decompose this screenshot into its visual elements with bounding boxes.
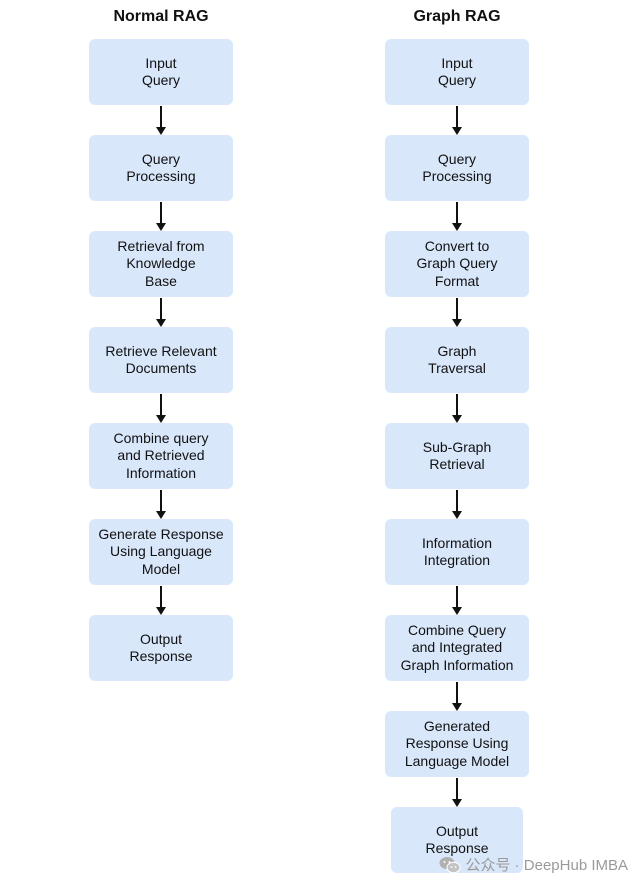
normal-rag-arrow-3 — [156, 298, 166, 327]
arrow-head-icon — [452, 415, 462, 423]
graph-rag-arrow-7 — [452, 682, 462, 711]
graph-rag-arrow-1 — [452, 106, 462, 135]
arrow-head-icon — [452, 607, 462, 615]
normal-rag-step-combine-query-and-retrieved-information: Combine query and Retrieved Information — [89, 423, 233, 489]
watermark-text: 公众号 · DeepHub IMBA — [465, 857, 628, 874]
arrow-shaft — [160, 106, 162, 128]
wechat-icon — [439, 856, 461, 874]
graph-rag-arrow-5 — [452, 490, 462, 519]
arrow-head-icon — [452, 223, 462, 231]
graph-rag-step-convert-to-graph-query-format: Convert to Graph Query Format — [385, 231, 529, 297]
graph-rag-arrow-6 — [452, 586, 462, 615]
normal-rag-column-title: Normal RAG — [113, 8, 209, 25]
arrow-shaft — [456, 490, 458, 512]
arrow-shaft — [160, 298, 162, 320]
arrow-shaft — [456, 586, 458, 608]
graph-rag-step-graph-traversal: Graph Traversal — [385, 327, 529, 393]
graph-rag-step-sub-graph-retrieval: Sub-Graph Retrieval — [385, 423, 529, 489]
arrow-shaft — [456, 778, 458, 800]
normal-rag-step-output-response: Output Response — [89, 615, 233, 681]
arrow-head-icon — [156, 127, 166, 135]
graph-rag-arrow-3 — [452, 298, 462, 327]
graph-rag-step-generated-response-using-language-model: Generated Response Using Language Model — [385, 711, 529, 777]
arrow-shaft — [456, 106, 458, 128]
graph-rag-column-title: Graph RAG — [413, 8, 501, 25]
normal-rag-step-input-query: Input Query — [89, 39, 233, 105]
arrow-head-icon — [156, 511, 166, 519]
normal-rag-step-query-processing: Query Processing — [89, 135, 233, 201]
normal-rag-arrow-1 — [156, 106, 166, 135]
arrow-shaft — [456, 394, 458, 416]
graph-rag-step-information-integration: Information Integration — [385, 519, 529, 585]
arrow-head-icon — [452, 127, 462, 135]
normal-rag-arrow-4 — [156, 394, 166, 423]
arrow-shaft — [456, 202, 458, 224]
graph-rag-step-query-processing: Query Processing — [385, 135, 529, 201]
arrow-shaft — [160, 586, 162, 608]
graph-rag-step-combine-query-and-integrated-graph-information: Combine Query and Integrated Graph Infor… — [385, 615, 529, 681]
arrow-shaft — [160, 202, 162, 224]
arrow-head-icon — [156, 415, 166, 423]
graph-rag-step-input-query: Input Query — [385, 39, 529, 105]
graph-rag-step-output-response: Output Response — [391, 807, 523, 873]
normal-rag-step-generate-response-using-language-model: Generate Response Using Language Model — [89, 519, 233, 585]
arrow-head-icon — [452, 703, 462, 711]
normal-rag-arrow-5 — [156, 490, 166, 519]
arrow-head-icon — [452, 511, 462, 519]
arrow-head-icon — [452, 799, 462, 807]
graph-rag-arrow-8 — [452, 778, 462, 807]
normal-rag-step-retrieval-from-knowledge-base: Retrieval from Knowledge Base — [89, 231, 233, 297]
arrow-shaft — [160, 490, 162, 512]
arrow-head-icon — [156, 607, 166, 615]
normal-rag-arrow-2 — [156, 202, 166, 231]
arrow-head-icon — [452, 319, 462, 327]
normal-rag-arrow-6 — [156, 586, 166, 615]
graph-rag-arrow-4 — [452, 394, 462, 423]
watermark: 公众号 · DeepHub IMBA — [439, 854, 628, 875]
arrow-head-icon — [156, 319, 166, 327]
arrow-shaft — [456, 682, 458, 704]
normal-rag-step-retrieve-relevant-documents: Retrieve Relevant Documents — [89, 327, 233, 393]
arrow-shaft — [160, 394, 162, 416]
arrow-shaft — [456, 298, 458, 320]
arrow-head-icon — [156, 223, 166, 231]
graph-rag-arrow-2 — [452, 202, 462, 231]
